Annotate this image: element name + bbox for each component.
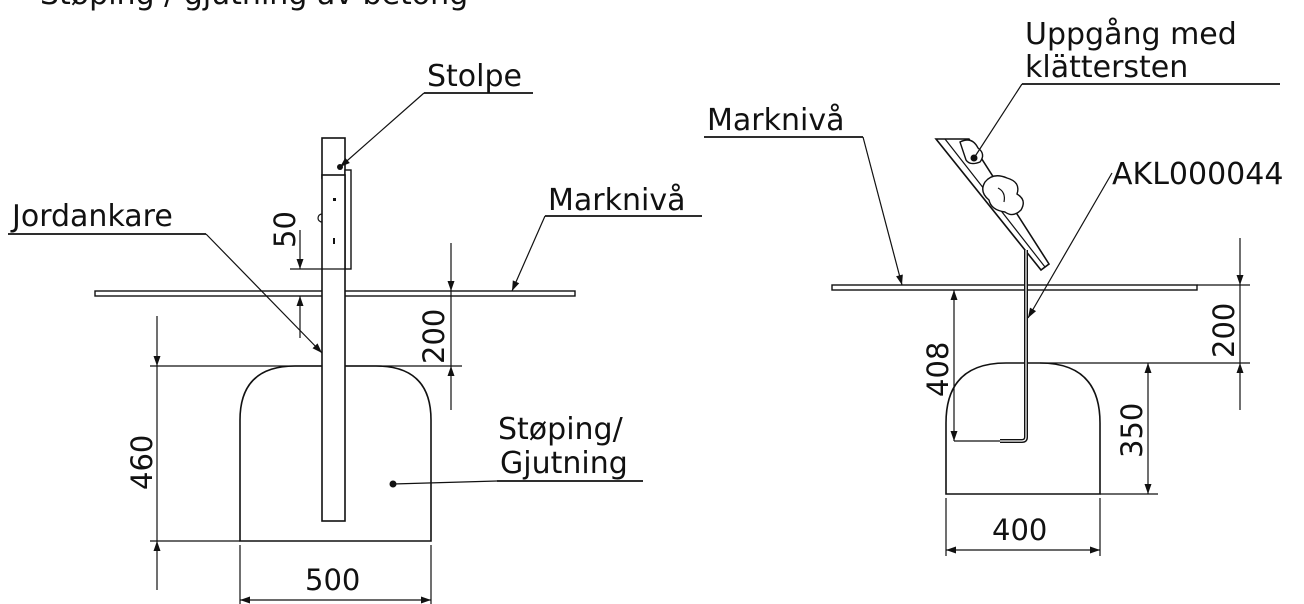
dim-casting-width-left: 500 bbox=[305, 563, 360, 597]
dim-casting-height-left: 460 bbox=[125, 435, 159, 490]
left-post bbox=[321, 174, 346, 522]
climbing-element bbox=[934, 138, 1051, 272]
climb-label-1: Uppgång med bbox=[1025, 17, 1237, 52]
right-casting bbox=[945, 362, 1101, 495]
left-post-bracket bbox=[344, 169, 352, 270]
dim-post-above: 50 bbox=[268, 211, 302, 248]
anchor-label: Jordankare bbox=[10, 199, 173, 234]
right-ground-label: Marknivå bbox=[707, 103, 844, 138]
right-view: Uppgång med klättersten Marknivå AKL0000… bbox=[704, 17, 1283, 556]
left-view: Stolpe Marknivå Jordankare Støping/ Gjut… bbox=[8, 59, 702, 604]
dim-rod-depth: 408 bbox=[921, 342, 955, 397]
post-label: Stolpe bbox=[427, 59, 522, 94]
climbing-stone-2 bbox=[982, 175, 1024, 216]
part-code: AKL000044 bbox=[1112, 157, 1283, 192]
dim-casting-height-right: 350 bbox=[1115, 403, 1149, 458]
dim-depth-top-left: 200 bbox=[417, 309, 451, 364]
casting-label-1: Støping/ bbox=[498, 412, 624, 447]
climb-label-2: klättersten bbox=[1025, 50, 1188, 85]
header-fragment: Støping / gjutning av betong bbox=[40, 0, 468, 12]
dim-casting-width-right: 400 bbox=[992, 513, 1047, 547]
dim-depth-top-right: 200 bbox=[1207, 303, 1241, 358]
casting-label-2: Gjutning bbox=[500, 446, 628, 481]
right-ground-plate bbox=[831, 284, 1198, 291]
left-post-upper bbox=[321, 137, 346, 179]
left-ground-label: Marknivå bbox=[548, 183, 685, 218]
anchor-rod bbox=[1000, 250, 1028, 443]
